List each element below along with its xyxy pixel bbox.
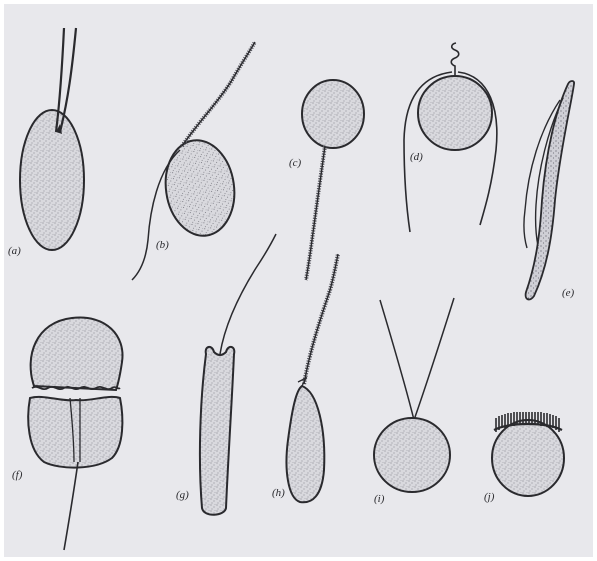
cell-body-i [374, 418, 450, 492]
label-c: (c) [289, 157, 302, 169]
organism-j [492, 412, 564, 496]
label-h: (h) [272, 487, 285, 499]
label-f: (f) [12, 469, 23, 481]
cell-body-j [492, 420, 564, 496]
label-b: (b) [156, 239, 169, 251]
label-j: (j) [484, 491, 495, 503]
cell-body-d [418, 76, 492, 150]
label-a: (a) [8, 245, 21, 257]
label-g: (g) [176, 489, 189, 501]
cell-lower-f [28, 397, 122, 468]
label-e: (e) [562, 287, 575, 299]
label-i: (i) [374, 493, 385, 505]
cell-body-a [20, 110, 84, 250]
label-d: (d) [410, 151, 423, 163]
cell-body-c [302, 80, 364, 148]
